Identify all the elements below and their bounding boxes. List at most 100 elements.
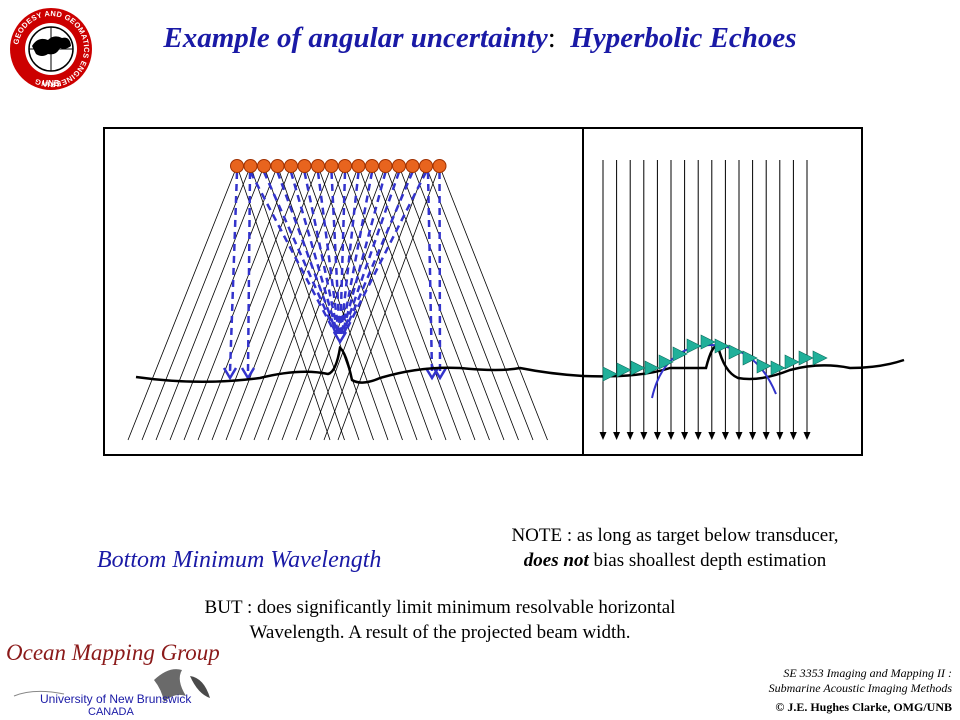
ray-path: [276, 171, 339, 335]
note-emphasis: does not: [523, 550, 589, 571]
beam-arrowhead-icon: [735, 432, 743, 440]
beam-line: [253, 165, 359, 441]
echo-marker-icon: [616, 362, 632, 378]
beam-line: [412, 165, 519, 441]
ray-path: [342, 171, 414, 335]
beam-arrowhead-icon: [694, 432, 702, 440]
ocean-mapping-group-logo: [13, 669, 210, 702]
ray-path: [289, 171, 339, 335]
ray-path: [249, 171, 337, 335]
beam-arrowhead-icon: [681, 432, 689, 440]
beam-line: [371, 165, 476, 441]
course-line2: Submarine Acoustic Imaging Methods: [768, 681, 952, 695]
course-line1: SE 3353 Imaging and Mapping II :: [783, 666, 952, 680]
beam-arrowhead-icon: [762, 432, 770, 440]
echo-marker-icon: [742, 350, 758, 366]
beam-line: [263, 165, 360, 441]
echo-marker-icon: [714, 338, 730, 354]
echo-marker-icon: [602, 366, 618, 382]
echo-marker-icon: [770, 360, 786, 376]
beam-line: [290, 165, 389, 441]
echo-marker-icon: [812, 350, 828, 366]
beam-line: [331, 165, 432, 441]
beam-arrowhead-icon: [613, 432, 621, 440]
echo-marker-icon: [728, 344, 744, 360]
beam-line: [141, 165, 251, 441]
ray-path: [340, 171, 374, 335]
but-text: BUT : does significantly limit minimum r…: [120, 595, 760, 645]
ray-path: [341, 171, 401, 335]
omg-university: University of New Brunswick: [40, 692, 192, 706]
transducer-element: [270, 159, 285, 173]
echo-marker-icon: [672, 346, 688, 362]
beam-line: [250, 165, 345, 441]
ray-path: [262, 171, 338, 335]
transducer-element: [324, 159, 339, 173]
beam-line: [439, 165, 548, 441]
ray-path: [330, 171, 341, 335]
beam-line: [169, 165, 278, 441]
beam-line: [155, 165, 265, 441]
title-colon: :: [547, 22, 556, 54]
echo-marker-icon: [644, 360, 660, 376]
unb-geodesy-logo: GEODESY AND GEOMATICS ENGINEERING UNB: [10, 8, 92, 90]
slide-title: Example of angular uncertainty: Hyperbol…: [0, 22, 960, 55]
ray-path: [341, 171, 387, 335]
title-part2: Hyperbolic Echoes: [570, 22, 797, 54]
beam-arrowhead-icon: [653, 432, 661, 440]
beam-line: [398, 165, 505, 441]
beam-line: [385, 165, 490, 441]
note-text: NOTE : as long as target below transduce…: [465, 523, 885, 573]
transducer-element: [311, 159, 325, 173]
beam-arrowhead-icon: [640, 432, 648, 440]
ray-path: [339, 171, 360, 335]
beam-line: [425, 165, 534, 441]
beam-arrowhead-icon: [708, 432, 716, 440]
but-line2: Wavelength. A result of the projected be…: [249, 622, 631, 643]
beam-arrowhead-icon: [626, 432, 634, 440]
ray-path: [246, 171, 252, 373]
copyright: © J.E. Hughes Clarke, OMG/UNB: [775, 700, 952, 714]
transducer-element: [378, 159, 393, 173]
transducer-element: [365, 159, 379, 173]
beam-line: [344, 165, 447, 441]
beam-line: [211, 165, 319, 441]
echo-marker-icon: [798, 350, 814, 366]
echo-marker-icon: [686, 338, 702, 354]
ray-arrowhead-icon: [332, 331, 348, 345]
beam-arrowhead-icon: [789, 432, 797, 440]
echo-marker-icon: [784, 354, 800, 370]
ray-path: [343, 171, 428, 335]
seafloor-icon: [13, 690, 65, 697]
left-panel-multibeam-geometry: [127, 159, 584, 441]
transducer-element: [338, 159, 352, 173]
beam-arrowhead-icon: [599, 432, 607, 440]
omg-name: Ocean Mapping Group: [6, 640, 220, 665]
ray-path: [303, 171, 340, 335]
ray-path: [426, 171, 434, 373]
course-info: SE 3353 Imaging and Mapping II : Submari…: [712, 666, 952, 696]
but-line1: BUT : does significantly limit minimum r…: [204, 597, 676, 618]
note-line2-rest: bias shoallest depth estimation: [588, 550, 827, 571]
ray-path: [228, 171, 239, 373]
left-panel-frame: [103, 127, 584, 456]
transducer-element: [243, 159, 258, 173]
transducer-element: [297, 159, 312, 173]
beam-arrowhead-icon: [803, 432, 811, 440]
transducer-element: [284, 159, 298, 173]
right-panel-vertical-beams: [582, 160, 905, 440]
note-line1: NOTE : as long as target below transduce…: [511, 525, 839, 546]
transducer-element: [405, 159, 420, 173]
beam-line: [277, 165, 374, 441]
beam-arrowhead-icon: [721, 432, 729, 440]
omg-country: CANADA: [88, 706, 134, 718]
beam-arrowhead-icon: [749, 432, 757, 440]
beam-line: [127, 165, 238, 441]
echo-marker-icon: [630, 360, 646, 376]
fin-icon: [190, 676, 210, 698]
echo-marker-icon: [756, 358, 772, 374]
transducer-element: [351, 159, 366, 173]
ray-path: [316, 171, 341, 335]
beam-line: [337, 165, 440, 441]
